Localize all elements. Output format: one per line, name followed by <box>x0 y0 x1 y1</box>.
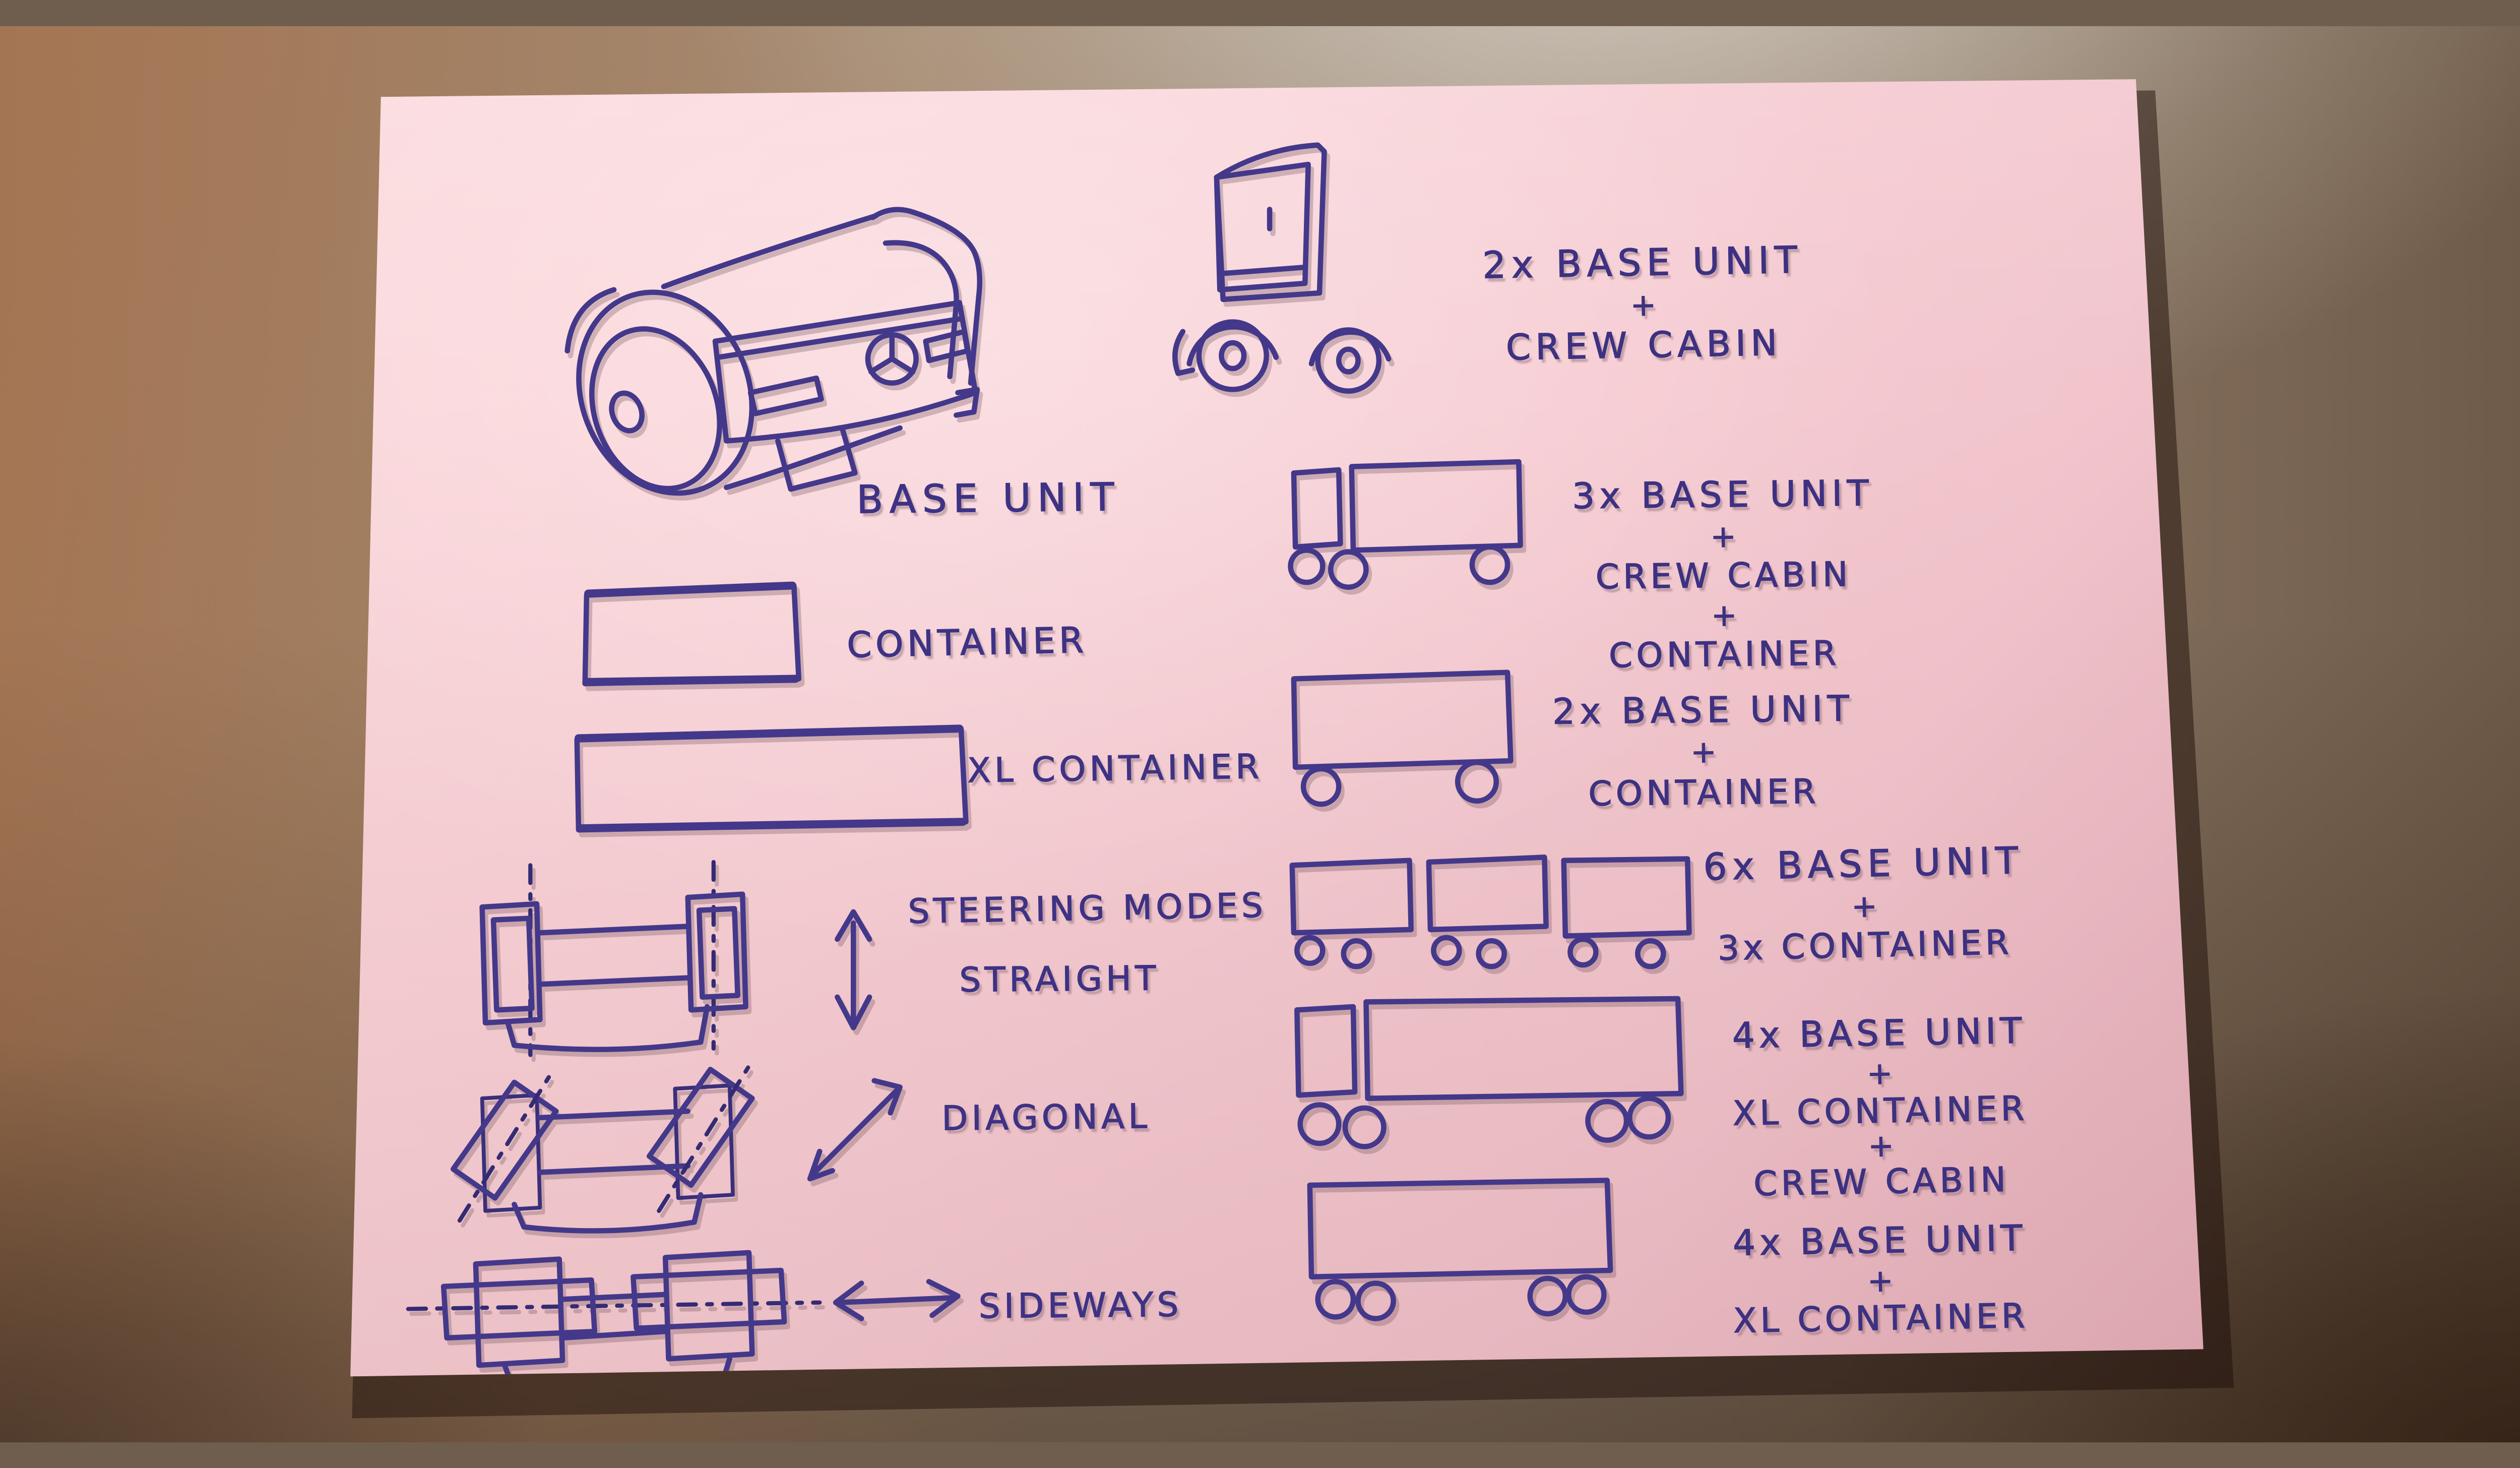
sideways-direction-arrow-icon <box>833 1278 961 1321</box>
combo-6x-text: 6x BASE UNIT + 3x CONTAINER <box>1703 840 2024 968</box>
steering-diagonal-sketch <box>450 1064 755 1234</box>
xl-container-label: XL CONTAINER <box>967 747 1264 790</box>
combo-4x-crew-text: 4x BASE UNIT + XL CONTAINER + CREW CABIN <box>1732 1012 2029 1204</box>
body-cylinder <box>661 213 903 490</box>
combo-6x-sketch <box>1289 854 1692 969</box>
steering-sideways-sketch <box>406 1250 822 1376</box>
combo-2x-crew-text: 2x BASE UNIT + CREW CABIN <box>1482 240 1803 370</box>
crew-cabin-sketch <box>1172 142 1392 394</box>
rear-fender-arch <box>870 206 983 418</box>
roller-wheel <box>564 287 755 496</box>
xl-container-sketch <box>574 724 969 832</box>
steering-modes-title: STEERING MODES <box>907 886 1267 931</box>
container-sketch <box>582 581 802 686</box>
diagonal-direction-arrow-icon <box>807 1077 903 1181</box>
front-wheel <box>1172 319 1279 392</box>
side-panel <box>712 299 978 492</box>
mercedes-star-icon <box>865 332 919 386</box>
diagonal-mode-label: DIAGONAL <box>941 1096 1152 1138</box>
combo-4x-crew-sketch <box>1294 996 1684 1149</box>
sideways-mode-label: SIDEWAYS <box>978 1285 1183 1326</box>
combo-4x-xl-text: 4x BASE UNIT + XL CONTAINER <box>1732 1219 2030 1340</box>
base-unit-label: BASE UNIT <box>856 474 1121 523</box>
pink-paper-sheet: BASE UNIT CONTAINER XL CONTAINER STEERIN… <box>350 79 2203 1376</box>
steering-straight-sketch <box>479 860 748 1057</box>
sketch-photo: BASE UNIT CONTAINER XL CONTAINER STEERIN… <box>0 26 2520 1442</box>
base-unit-isometric-sketch <box>564 206 983 496</box>
cabin-box <box>1214 142 1327 302</box>
straight-direction-arrow-icon <box>835 909 872 1030</box>
combo-3x-sketch <box>1288 459 1523 590</box>
rear-wheel <box>1308 327 1392 394</box>
straight-mode-label: STRAIGHT <box>959 959 1160 1000</box>
panel-vents <box>747 328 970 416</box>
combo-3x-text: 3x BASE UNIT + CREW CABIN + CONTAINER <box>1571 474 1874 675</box>
combo-2x-container-sketch <box>1291 669 1514 807</box>
combo-2x-container-text: 2x BASE UNIT + CONTAINER <box>1552 690 1854 814</box>
container-label: CONTAINER <box>846 621 1088 667</box>
combo-4x-xl-sketch <box>1307 1177 1613 1321</box>
